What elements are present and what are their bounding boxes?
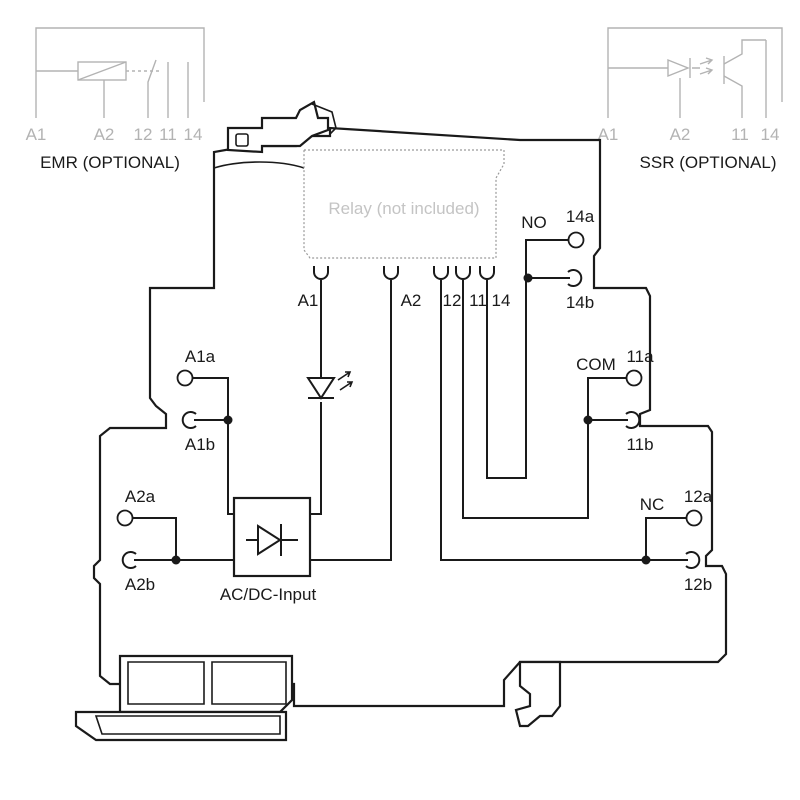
relay-label: Relay (not included) [328, 199, 479, 218]
terminal-points [116, 231, 703, 569]
contact-com-label: COM [576, 355, 616, 374]
relay-placeholder [303, 149, 505, 259]
ssr-pin-label: A2 [670, 125, 691, 144]
terminal-14b-label: 14b [566, 293, 594, 312]
emr-pin-label: 12 [134, 125, 153, 144]
housing-curve [213, 161, 305, 169]
ac-dc-input-block [232, 496, 312, 578]
ssr-pin-label: A1 [598, 125, 619, 144]
lever-slot [235, 133, 249, 147]
contact-no-label: NO [521, 213, 547, 232]
lever-tab [311, 103, 337, 135]
terminal-a1b-label: A1b [185, 435, 215, 454]
emr-pin-label: 14 [184, 125, 203, 144]
input-label: AC/DC-Input [220, 585, 317, 604]
ssr-caption: SSR (OPTIONAL) [640, 153, 777, 172]
led-indicator-icon [306, 371, 354, 400]
terminal-12b-label: 12b [684, 575, 712, 594]
socket-pin-a2-label: A2 [401, 291, 422, 310]
socket-pin-11-label: 11 [469, 291, 487, 310]
terminal-14a-label: 14a [566, 207, 595, 226]
release-lever [226, 100, 330, 154]
junction-dots [171, 273, 651, 565]
wiring [132, 239, 688, 561]
socket-pin-a1-label: A1 [298, 291, 319, 310]
terminal-a2a-label: A2a [125, 487, 156, 506]
ssr-pin-label: 11 [731, 125, 749, 144]
socket-pin-12-label: 12 [443, 291, 462, 310]
terminal-11a-label: 11a [626, 347, 654, 366]
terminal-12a-label: 12a [684, 487, 713, 506]
ssr-optional-symbol [607, 27, 783, 118]
ssr-pin-label: 14 [761, 125, 780, 144]
contact-nc-label: NC [640, 495, 665, 514]
emr-pin-label: A1 [26, 125, 47, 144]
socket-pin-14-label: 14 [492, 291, 511, 310]
emr-optional-symbol [35, 27, 205, 118]
terminal-a1a-label: A1a [185, 347, 216, 366]
din-rail-foot [74, 654, 562, 742]
terminal-a2b-label: A2b [125, 575, 155, 594]
terminal-11b-label: 11b [626, 435, 653, 454]
emr-caption: EMR (OPTIONAL) [40, 153, 180, 172]
emr-pin-label: 11 [159, 125, 177, 144]
emr-pin-label: A2 [94, 125, 115, 144]
socket-receptacles [313, 266, 495, 280]
